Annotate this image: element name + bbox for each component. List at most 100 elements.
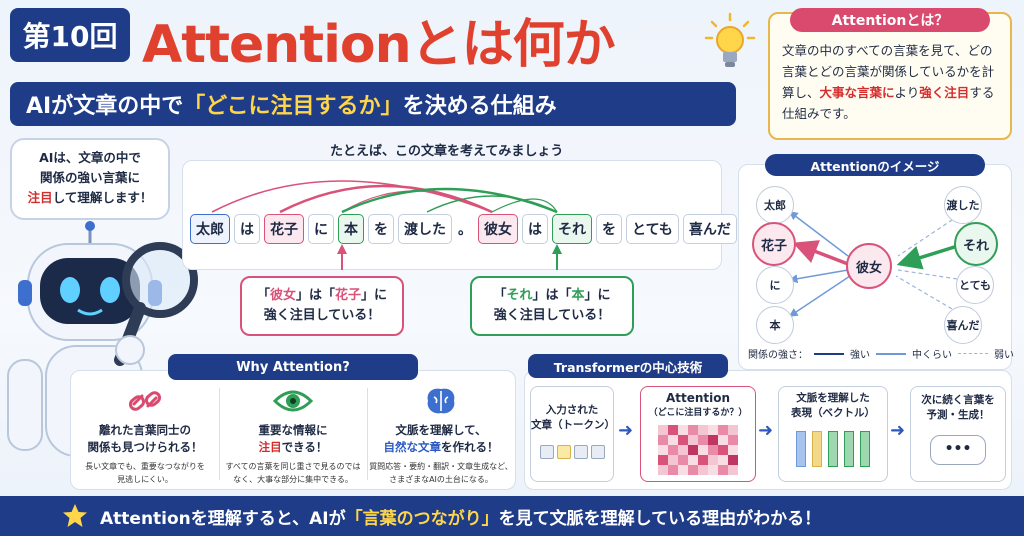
arrow-right-icon: ➜ bbox=[890, 420, 906, 441]
speech-line-2: 関係の強い言葉に bbox=[39, 170, 140, 185]
tf-label-line: 次に続く言葉を bbox=[921, 394, 995, 406]
divider bbox=[367, 388, 368, 480]
why-heading: 文脈を理解して、自然な文章を作れる！ bbox=[368, 422, 514, 456]
why-heading: 重要な情報に注目できる！ bbox=[220, 422, 366, 456]
definition-text: 文章の中のすべての言葉を見て、どの言葉とどの言葉が関係しているかを計算し、大事な… bbox=[782, 40, 1002, 124]
graph-node-center: 彼女 bbox=[846, 243, 892, 289]
why-desc-line: さまざまなAIの土台になる。 bbox=[389, 475, 493, 484]
token-squares bbox=[531, 445, 613, 459]
why-desc-line: 長い文章でも、重要なつながりを bbox=[85, 462, 205, 471]
note-pink-line-1: 「彼女」は「花子」に bbox=[242, 286, 402, 306]
note-pink: 「彼女」は「花子」に 強く注目している！ bbox=[240, 276, 404, 336]
attention-graph-lines bbox=[788, 211, 965, 317]
why-heading-line: 関係も見つけられる！ bbox=[87, 440, 203, 454]
token: を bbox=[596, 214, 622, 244]
token: とても bbox=[626, 214, 679, 244]
why-desc-line: すべての言葉を同じ重さで見るのでは bbox=[225, 462, 361, 471]
token: に bbox=[308, 214, 334, 244]
footer-highlight: 「言葉のつながり」 bbox=[345, 508, 499, 529]
tf-label-line: 文脈を理解した bbox=[796, 392, 870, 404]
speech-line-3: 注目して理解します！ bbox=[12, 188, 168, 208]
attention-arcs bbox=[211, 180, 562, 270]
definition-mid: より bbox=[894, 85, 920, 100]
tf-label-line: （どこに注目するか？） bbox=[648, 408, 748, 418]
link-icon bbox=[128, 391, 162, 411]
note-green: 「それ」は「本」に 強く注目している！ bbox=[470, 276, 634, 336]
star-icon bbox=[63, 504, 87, 527]
arrow-right-icon: ➜ bbox=[758, 420, 774, 441]
definition-text-pre: 文章の中のすべての言葉を見て、どの言葉とどの言葉が関係しているかを計算し、 bbox=[782, 43, 995, 100]
legend-strong: 強い bbox=[850, 350, 870, 361]
legend-strong-line bbox=[814, 352, 844, 355]
token: を bbox=[368, 214, 394, 244]
token: 渡した bbox=[398, 214, 452, 244]
definition-title: Attentionとは？ bbox=[790, 8, 990, 32]
transformer-title: Transformerの中心技術 bbox=[528, 354, 728, 378]
definition-red-2: 強く注目 bbox=[919, 85, 970, 100]
quote: 「 bbox=[256, 288, 270, 303]
why-desc-line: なく、大事な部分に集中できる。 bbox=[233, 475, 353, 484]
graph-node-right: それ bbox=[954, 222, 998, 266]
word: それ bbox=[506, 288, 533, 303]
definition-red-1: 大事な言葉に bbox=[819, 85, 895, 100]
legend-mid: 中くらい bbox=[912, 350, 952, 361]
token: 喜んだ bbox=[682, 214, 737, 244]
tf-label-line: 文章（トークン） bbox=[531, 419, 615, 431]
why-desc: すべての言葉を同じ重さで見るのではなく、大事な部分に集中できる。 bbox=[220, 460, 366, 486]
token: は bbox=[234, 214, 260, 244]
why-heading-rest: できる！ bbox=[281, 440, 328, 454]
page-title: Attentionとは何か bbox=[142, 15, 616, 75]
chat-bubble-icon: ••• bbox=[930, 435, 986, 465]
tf-step-vector: 文脈を理解した表現（ベクトル） bbox=[778, 386, 888, 482]
quote: 」は「 bbox=[532, 288, 572, 303]
why-heading-line: 自然な文章を作れる！ bbox=[368, 439, 514, 456]
eye-icon bbox=[273, 390, 313, 412]
legend-weak-line bbox=[958, 353, 988, 354]
quote: 「 bbox=[493, 288, 507, 303]
speech-line-3-post: して理解します！ bbox=[52, 190, 153, 205]
speech-line-1: AIは、文章の中で bbox=[39, 150, 141, 165]
footer-post: を見て文脈を理解している理由がわかる！ bbox=[498, 508, 822, 529]
why-item: 離れた言葉同士の関係も見つけられる！ 長い文章でも、重要なつながりを見逃しにくい… bbox=[72, 384, 218, 486]
graph-node-left: に bbox=[756, 266, 794, 304]
why-heading-rest: を作れる！ bbox=[441, 440, 499, 454]
why-heading-line: 離れた言葉同士の bbox=[99, 423, 191, 437]
token: 太郎 bbox=[190, 214, 230, 244]
legend-label: 関係の強さ： bbox=[748, 350, 808, 361]
tf-step-attention: Attention （どこに注目するか？） bbox=[640, 386, 756, 482]
legend-weak: 弱い bbox=[994, 350, 1014, 361]
graph-legend: 関係の強さ： 強い 中くらい 弱い bbox=[748, 346, 1014, 361]
robot-speech-bubble: AIは、文章の中で 関係の強い言葉に 注目して理解します！ bbox=[10, 138, 170, 220]
quote: 」に bbox=[361, 288, 388, 303]
token: 花子 bbox=[264, 214, 304, 244]
token-row: 太郎 は 花子 に 本 を 渡した 。 彼女 は それ を とても 喜んだ 。 bbox=[190, 214, 759, 244]
lightbulb-icon bbox=[704, 12, 756, 67]
definition-post: する仕組みです。 bbox=[782, 85, 995, 121]
why-desc-line: 質問応答・要約・翻訳・文章生成など、 bbox=[369, 462, 513, 471]
token: は bbox=[522, 214, 548, 244]
token: それ bbox=[552, 214, 592, 244]
note-green-line-1: 「それ」は「本」に bbox=[472, 286, 632, 306]
why-desc: 長い文章でも、重要なつながりを見逃しにくい。 bbox=[72, 460, 218, 486]
note-pink-line-2: 強く注目している！ bbox=[263, 308, 381, 323]
tf-label-line: 表現（ベクトル） bbox=[791, 407, 875, 419]
definition-box bbox=[768, 12, 1012, 140]
note-green-line-2: 強く注目している！ bbox=[493, 308, 611, 323]
quote: 」は「 bbox=[295, 288, 335, 303]
footer-pre: Attentionを理解すると、AIが bbox=[100, 508, 346, 529]
example-caption: たとえば、この文章を考えてみましょう bbox=[330, 144, 564, 159]
subtitle-post: を決める仕組み bbox=[402, 94, 557, 119]
episode-badge: 第10回 bbox=[10, 8, 130, 62]
brain-icon bbox=[427, 388, 455, 414]
word: 彼女 bbox=[269, 288, 296, 303]
tf-label-line: 予測・生成！ bbox=[926, 409, 990, 421]
why-heading-line: 重要な情報に bbox=[258, 423, 328, 437]
tf-label-line: 入力された bbox=[545, 404, 599, 416]
subtitle-bar: AIが文章の中で 「どこに注目するか」 を決める仕組み bbox=[10, 82, 736, 126]
tf-label-line: Attention bbox=[665, 391, 731, 405]
arrow-right-icon: ➜ bbox=[618, 420, 634, 441]
graph-node-left: 本 bbox=[756, 306, 794, 344]
why-heading: 離れた言葉同士の関係も見つけられる！ bbox=[72, 422, 218, 456]
legend-mid-line bbox=[876, 352, 906, 355]
quote: 」に bbox=[584, 288, 611, 303]
